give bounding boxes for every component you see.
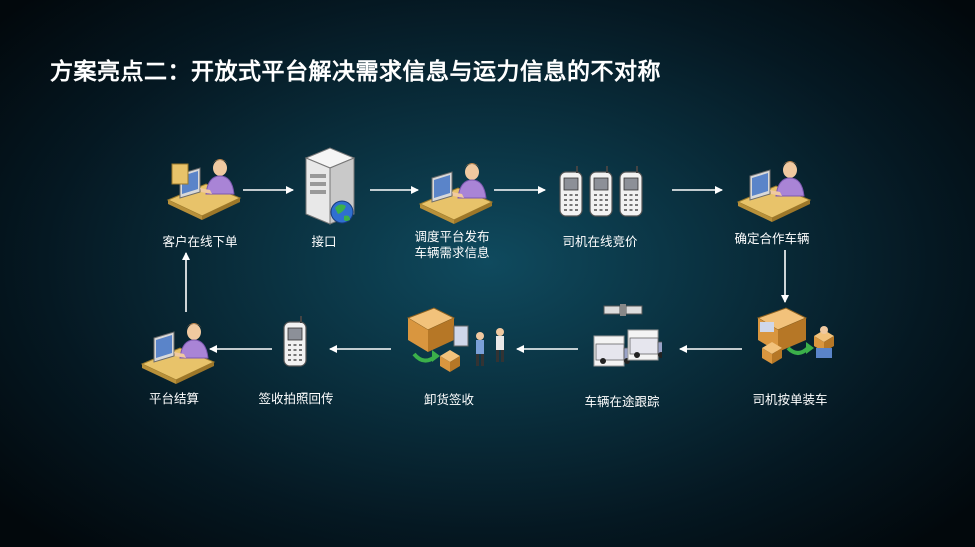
step-label: 卸货签收 (423, 392, 475, 407)
step-label: 车辆在途跟踪 (584, 394, 660, 409)
step-label: 客户在线下单 (162, 234, 238, 249)
step-label: 平台结算 (148, 391, 200, 406)
step-label-line1: 调度平台发布 (414, 229, 490, 244)
step-label-line2: 车辆需求信息 (414, 245, 490, 260)
step-label: 司机在线竞价 (562, 234, 638, 249)
operator-at-desk-icon (737, 160, 811, 223)
slide-title: 方案亮点二：开放式平台解决需求信息与运力信息的不对称 (50, 59, 661, 85)
step-label: 接口 (311, 234, 337, 249)
step-label: 调度平台发布 车辆需求信息 (414, 229, 489, 261)
step-label: 签收拍照回传 (258, 391, 334, 406)
operator-at-desk-icon (419, 162, 493, 225)
step-label: 司机按单装车 (752, 392, 828, 407)
server-globe-icon (304, 147, 356, 225)
satellite-truck-tracking-icon (593, 304, 662, 367)
operator-at-desk-icon (141, 322, 215, 385)
mobile-phones-icon (559, 165, 643, 217)
mobile-phone-icon (283, 315, 307, 367)
truck-unloading-icon (406, 307, 504, 372)
step-label: 确定合作车辆 (734, 231, 810, 246)
truck-loading-icon (756, 307, 834, 364)
operator-at-desk-icon (167, 158, 241, 221)
